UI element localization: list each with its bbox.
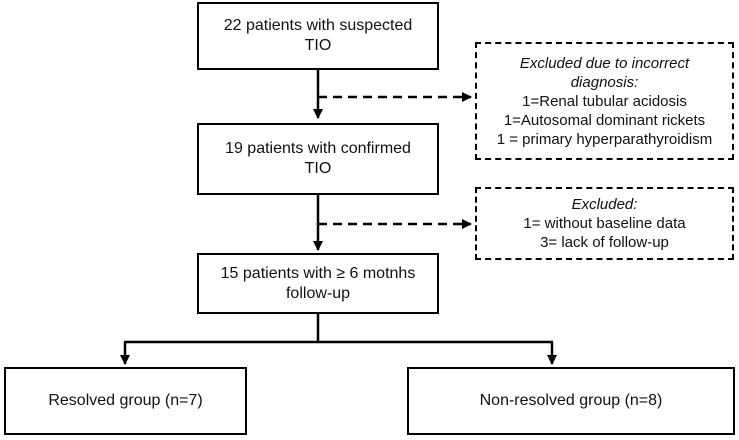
exclusion-item: 3= lack of follow-up: [540, 234, 669, 251]
box-line: 22 patients with suspected: [223, 17, 413, 34]
exclusion-item: 1=Renal tubular acidosis: [522, 92, 687, 110]
box-line: 19 patients with confirmed: [225, 140, 411, 157]
exclusion-title: Excluded due to incorrect: [519, 54, 690, 72]
nonresolved-group-box: Non-resolved group (n=8): [407, 367, 735, 435]
box-line: Resolved group (n=7): [48, 392, 203, 409]
exclusion-title: diagnosis:: [570, 73, 639, 91]
resolved-group-box: Resolved group (n=7): [4, 367, 247, 435]
box-line: TIO: [304, 37, 332, 54]
box-line: TIO: [304, 160, 332, 177]
exclusion-box-incorrect-diagnosis: Excluded due to incorrect diagnosis: 1=R…: [475, 42, 734, 160]
box-line: 15 patients with ≥ 6 motnhs: [220, 264, 416, 282]
suspected-patients-box: 22 patients with suspected TIO: [197, 2, 439, 70]
box-line: Non-resolved group (n=8): [479, 392, 663, 409]
box-line: follow-up: [285, 284, 351, 302]
exclusion-item: 1= without baseline data: [523, 215, 686, 232]
exclusion-item: 1 = primary hyperparathyroidism: [496, 130, 713, 148]
exclusion-title: Excluded:: [571, 196, 638, 213]
exclusion-box-missing-data: Excluded: 1= without baseline data 3= la…: [475, 187, 734, 260]
confirmed-patients-box: 19 patients with confirmed TIO: [197, 123, 439, 195]
exclusion-item: 1=Autosomal dominant rickets: [503, 111, 706, 129]
followup-patients-box: 15 patients with ≥ 6 motnhs follow-up: [197, 253, 439, 314]
